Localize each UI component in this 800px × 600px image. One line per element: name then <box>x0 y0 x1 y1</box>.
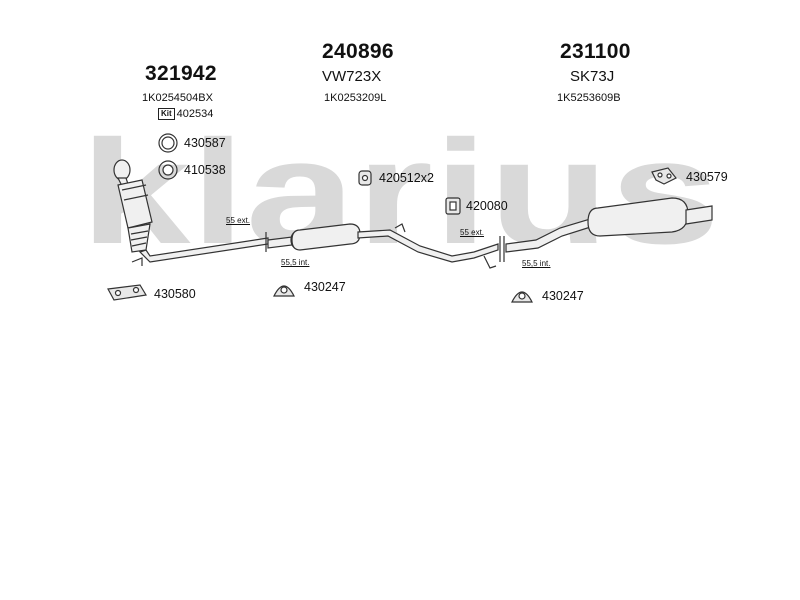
kit-label: Kit 402534 <box>158 108 213 120</box>
clamp-ring-icon <box>158 160 178 180</box>
part-label-430247-a: 430247 <box>304 280 346 294</box>
dimension-label-3: 55 ext. <box>460 228 485 237</box>
dimension-label-1: 55 ext. <box>226 216 251 225</box>
assembly-2-oem: 1K0253209L <box>324 92 387 104</box>
rear-silencer <box>587 197 689 237</box>
assembly-3-part-number: 231100 <box>560 40 631 63</box>
part-label-430587: 430587 <box>184 136 226 150</box>
watermark-text: klarius <box>80 110 720 275</box>
assembly-3-oem: 1K5253609B <box>557 92 621 104</box>
rear-pipe <box>505 215 601 253</box>
part-label-420512: 420512x2 <box>379 171 434 185</box>
pipe-clamp-icon-2 <box>511 291 533 303</box>
front-flange <box>113 159 131 181</box>
rubber-block-icon <box>445 197 461 215</box>
kit-number: 402534 <box>176 108 214 120</box>
assembly-2-code: VW723X <box>322 68 382 85</box>
gasket-ring-icon <box>158 133 178 153</box>
part-label-410538: 410538 <box>184 163 226 177</box>
kit-badge: Kit <box>158 108 175 120</box>
assembly-1-oem: 1K0254504BX <box>142 92 213 104</box>
part-label-430579: 430579 <box>686 170 728 184</box>
assembly-3-code: SK73J <box>570 68 615 85</box>
front-pipe-main <box>138 237 269 263</box>
part-label-430247-b: 430247 <box>542 289 584 303</box>
gasket-plate-icon <box>107 284 147 301</box>
middle-silencer <box>291 223 361 251</box>
hanger-icon <box>651 167 677 185</box>
part-label-420080: 420080 <box>466 199 508 213</box>
dimension-label-4: 55,5 int. <box>522 259 551 268</box>
catalytic-converter <box>117 179 153 229</box>
pipe-clamp-icon <box>273 285 295 297</box>
part-label-430580: 430580 <box>154 287 196 301</box>
tailpipe <box>685 205 713 225</box>
assembly-2-part-number: 240896 <box>322 40 394 63</box>
dimension-label-2: 55,5 int. <box>281 258 310 267</box>
middle-pipe-out <box>357 229 499 263</box>
assembly-1-part-number: 321942 <box>145 62 217 85</box>
rubber-mount-icon <box>358 170 372 186</box>
